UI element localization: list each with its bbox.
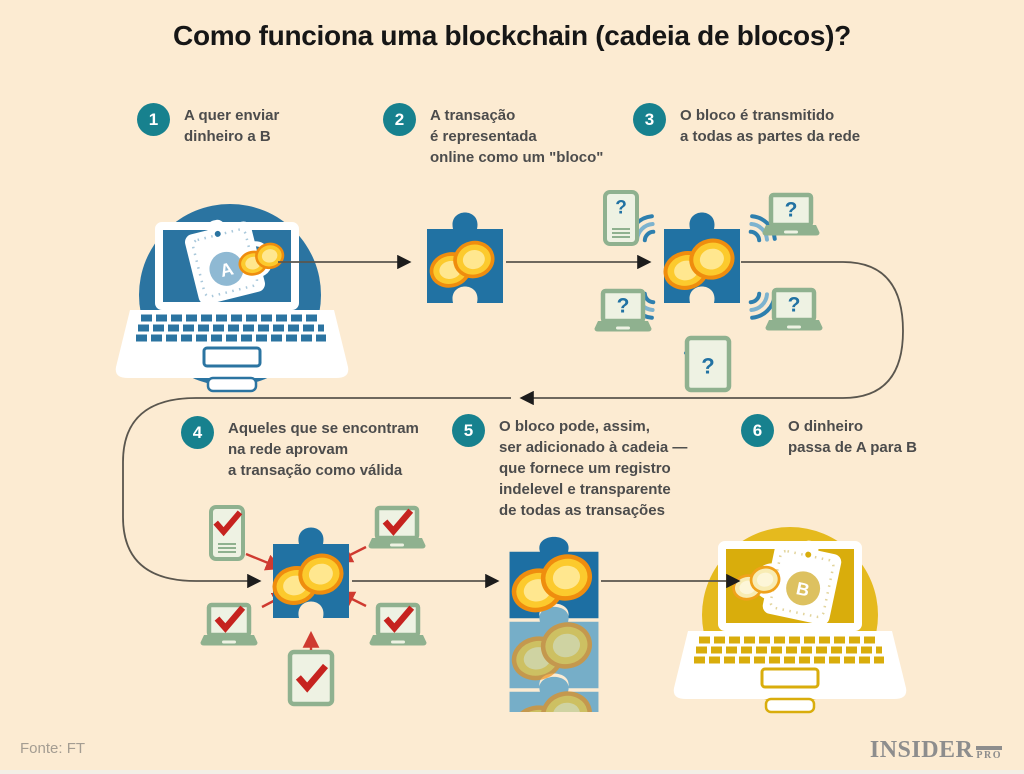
illustration-step6-laptop-b: B	[673, 527, 907, 714]
step-6-text: O dinheiro passa de A para B	[788, 418, 917, 456]
brand-logo: INSIDER PRO	[870, 738, 1002, 762]
flow-lines	[122, 254, 904, 589]
step-3-badge: 3	[633, 103, 666, 136]
step-5-badge: 5	[452, 414, 485, 447]
step-6-badge: 6	[741, 414, 774, 447]
step-1-label: 1 A quer enviar dinheiro a B	[137, 103, 367, 147]
flow-arrow-3-return	[519, 261, 904, 406]
bottom-edge-strip	[0, 770, 1024, 774]
step-2-text: A transação é representada online como u…	[430, 107, 604, 166]
illustration-step4-approval	[201, 505, 427, 704]
illustration-step3-network: ? ? ? ? ?	[595, 190, 823, 390]
brand-name: INSIDER	[869, 737, 974, 763]
step-5-label: 5 O bloco pode, assim, ser adicionado à …	[452, 414, 722, 521]
step-5-text: O bloco pode, assim, ser adicionado à ca…	[499, 418, 688, 519]
wallet-b-label: B	[794, 578, 811, 600]
question-mark: ?	[788, 294, 801, 317]
step-4-text: Aqueles que se encontram na rede aprovam…	[228, 420, 419, 479]
illustration-step1-laptop-a: A	[115, 204, 349, 393]
question-mark: ?	[785, 199, 798, 222]
step-6-label: 6 O dinheiro passa de A para B	[741, 414, 961, 458]
flow-arrow-4	[122, 397, 511, 589]
step-3-text: O bloco é transmitido a todas as partes …	[680, 107, 861, 145]
question-mark: ?	[615, 198, 627, 219]
page-title: Como funciona uma blockchain (cadeia de …	[173, 20, 851, 51]
wallet-a-icon: A	[184, 219, 272, 305]
laptop-b-keyboard	[694, 636, 884, 664]
step-3-label: 3 O bloco é transmitido a todas as parte…	[633, 103, 913, 147]
laptop-a-latch	[206, 376, 258, 393]
laptop-a-keyboard	[136, 314, 326, 342]
brand-suffix: PRO	[976, 746, 1002, 761]
step-4-badge: 4	[181, 416, 214, 449]
step-1-text: A quer enviar dinheiro a B	[184, 107, 280, 145]
laptop-b-latch	[764, 697, 816, 714]
question-mark: ?	[701, 354, 714, 379]
wallet-b-icon: B	[755, 540, 842, 625]
step-4-label: 4 Aqueles que se encontram na rede aprov…	[181, 416, 461, 481]
laptop-a-touchpad	[202, 346, 262, 368]
illustration-step2-block	[425, 212, 503, 303]
chain-block	[509, 676, 599, 712]
laptop-b-touchpad	[760, 667, 820, 689]
wallet-a-label: A	[218, 259, 235, 282]
step-2-label: 2 A transação é representada online como…	[383, 103, 633, 168]
step-2-badge: 2	[383, 103, 416, 136]
source-credit: Fonte: FT	[20, 740, 86, 757]
question-mark: ?	[617, 295, 630, 318]
step-1-badge: 1	[137, 103, 170, 136]
illustration-step5-chain	[509, 536, 599, 712]
